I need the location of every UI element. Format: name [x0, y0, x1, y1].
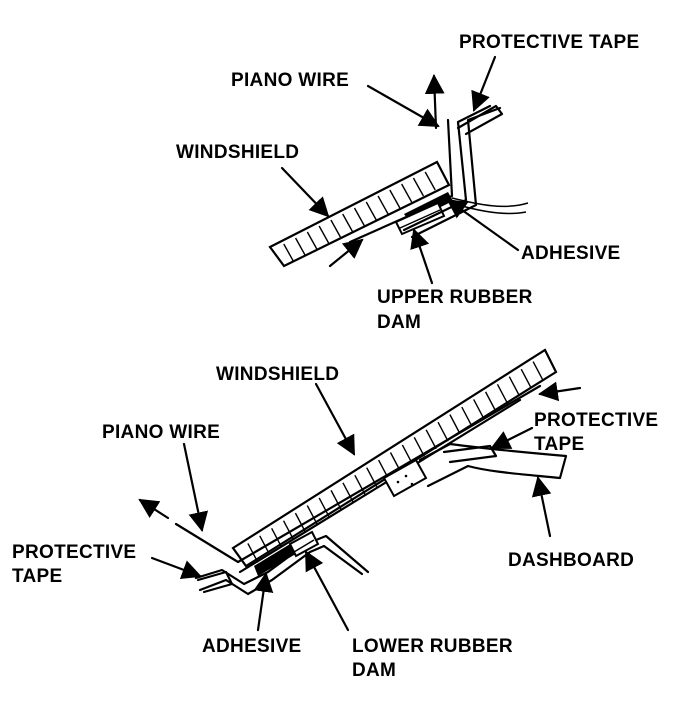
glass-hatch-line	[366, 467, 378, 487]
bottom-pull-arrow-left	[138, 498, 170, 520]
top-leader-piano-wire	[366, 84, 440, 128]
top-protective-tape-strip	[456, 104, 504, 136]
bottom-piano-wire	[174, 384, 542, 564]
bottom-lower-rubber-dam	[288, 530, 320, 558]
top-windshield-glass	[268, 160, 451, 268]
glass-hatch-line	[401, 183, 413, 203]
label-top-adhesive: ADHESIVE	[521, 243, 621, 264]
glass-hatch-line	[484, 391, 497, 412]
label-top-protective-tape: PROTECTIVE TAPE	[459, 32, 639, 53]
label-top-piano-wire: PIANO WIRE	[231, 70, 349, 91]
glass-hatch-line	[342, 213, 354, 233]
bottom-body-panel	[238, 398, 522, 574]
top-piano-wire	[348, 118, 454, 244]
glass-hatch-line	[342, 482, 354, 503]
label-bottom-windshield: WINDSHIELD	[216, 364, 339, 385]
glass-hatch-line	[449, 414, 461, 434]
bottom-protective-tape-strip-right	[442, 444, 498, 464]
glass-hatch-line	[437, 421, 449, 442]
glass-hatch-line	[389, 189, 401, 209]
bottom-leader-piano-wire	[182, 442, 209, 532]
bottom-protective-tape-strip-left	[196, 570, 234, 594]
top-figure: PROTECTIVE TAPE PIANO WIRE WINDSHIELD AD…	[176, 32, 639, 333]
glass-hatch-line	[306, 505, 318, 525]
glass-hatch-line	[532, 361, 544, 381]
glass-hatch-line	[353, 207, 366, 227]
label-bottom-protective-tape-right-1: PROTECTIVE	[534, 410, 658, 431]
glass-hatch-line	[520, 368, 532, 389]
glass-hatch-line	[412, 177, 425, 197]
glass-hatch-line	[461, 406, 473, 427]
bottom-leader-adhesive	[253, 572, 274, 632]
glass-hatch-line	[424, 171, 436, 191]
bottom-leader-lower-rubber-dam	[304, 550, 350, 632]
top-leader-protective-tape	[471, 55, 497, 112]
bottom-pull-arrow-right	[538, 381, 582, 402]
glass-hatch-line	[473, 399, 485, 419]
bottom-leader-protective-tape-right	[490, 426, 534, 450]
glass-hatch-line	[365, 201, 377, 221]
glass-hatch-line	[425, 429, 437, 450]
label-bottom-protective-tape-right-2: TAPE	[534, 434, 584, 455]
top-leader-upper-rubber-dam	[410, 228, 434, 285]
top-pull-arrow-up	[424, 74, 445, 130]
top-leader-windshield	[280, 166, 330, 218]
glass-hatch-line	[271, 527, 283, 548]
label-bottom-protective-tape-left-2: TAPE	[12, 566, 62, 587]
glass-hatch-line	[377, 195, 389, 215]
glass-hatch-line	[282, 520, 295, 541]
glass-hatch-line	[508, 376, 520, 397]
bottom-leader-dashboard	[531, 476, 552, 538]
bottom-leader-windshield	[314, 382, 356, 456]
glass-hatch-line	[330, 490, 342, 510]
glass-hatch-line	[283, 243, 295, 263]
bottom-body-flange	[194, 534, 370, 586]
label-bottom-adhesive: ADHESIVE	[202, 636, 302, 657]
label-bottom-dashboard: DASHBOARD	[508, 550, 634, 571]
glass-hatch-line	[318, 225, 330, 245]
glass-hatch-line	[294, 512, 307, 533]
glass-hatch-line	[306, 231, 318, 251]
bottom-figure: WINDSHIELD PIANO WIRE PROTECTIVE TAPE PR…	[12, 348, 658, 681]
glass-hatch-line	[354, 474, 366, 495]
bottom-leader-protective-tape-left	[150, 556, 202, 580]
label-bottom-protective-tape-left-1: PROTECTIVE	[12, 542, 136, 563]
glass-hatch-line	[496, 383, 509, 404]
label-top-windshield: WINDSHIELD	[176, 142, 299, 163]
glass-hatch-line	[294, 237, 307, 257]
top-leader-adhesive	[446, 198, 520, 252]
label-top-upper-rubber-dam-1: UPPER RUBBER	[377, 287, 533, 308]
bottom-upper-rubber-dam	[382, 458, 428, 498]
label-top-upper-rubber-dam-2: DAM	[377, 312, 421, 333]
top-pull-arrow-left	[328, 238, 364, 268]
bottom-dashboard	[418, 442, 568, 488]
label-bottom-lower-rubber-dam-1: LOWER RUBBER	[352, 636, 513, 657]
glass-hatch-line	[318, 497, 330, 518]
label-bottom-piano-wire: PIANO WIRE	[102, 422, 220, 443]
top-body-panel-inner	[402, 104, 492, 232]
glass-hatch-line	[330, 219, 342, 239]
label-bottom-lower-rubber-dam-2: DAM	[352, 660, 396, 681]
